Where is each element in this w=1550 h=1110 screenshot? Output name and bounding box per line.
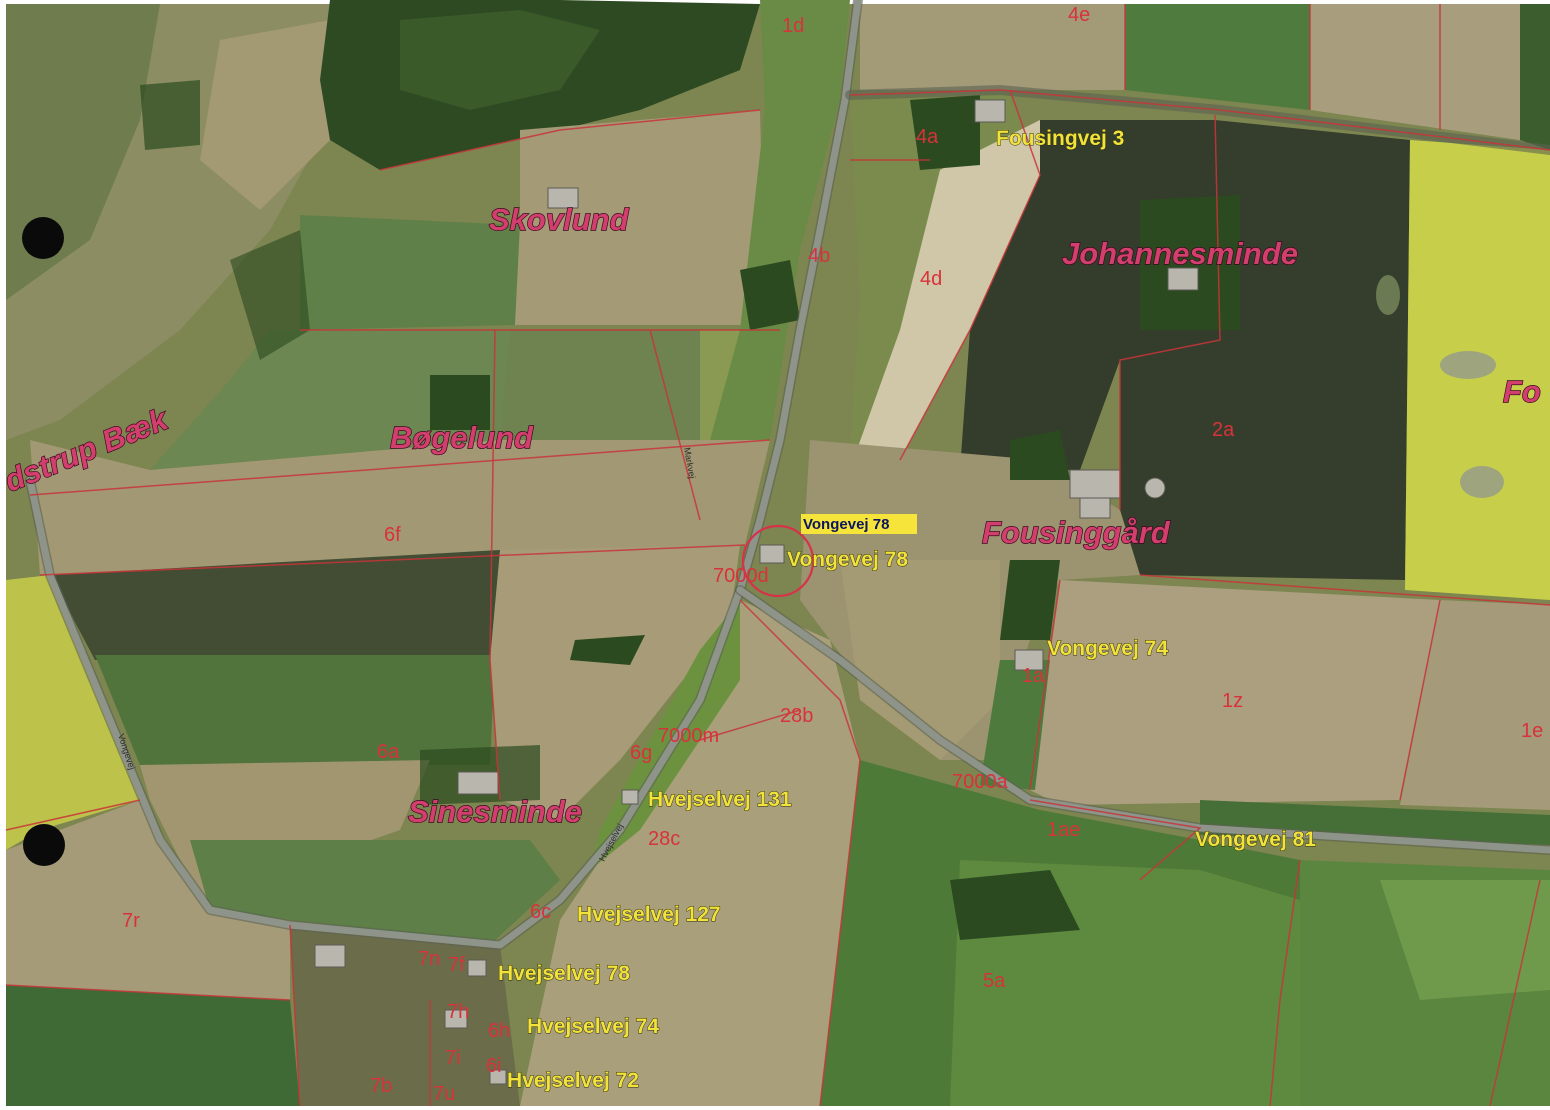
parcel-label: 7000d [713, 565, 769, 587]
highlight-tag[interactable]: Vongevej 78 [801, 514, 917, 534]
parcel-label: 6c [530, 901, 551, 923]
address-vongevej-78: Vongevej 78 [787, 548, 908, 571]
parcel-label: 6f [384, 524, 401, 546]
parcel-label: 7h [447, 1001, 469, 1023]
punch-hole [22, 217, 64, 259]
parcel-label: 28b [780, 705, 813, 727]
parcel-label: 6g [630, 742, 652, 764]
address-vongevej-81: Vongevej 81 [1195, 828, 1316, 851]
parcel-labels: 1d 4e 4a 4d 4b 2a 6f 7000d 1a 1z 1e 28b … [122, 4, 1543, 1105]
address-hvejselvej-78: Hvejselvej 78 [498, 962, 630, 985]
farm-label-sinesminde: Sinesminde [408, 794, 582, 829]
address-labels: Fousingvej 3 Vongevej 78 Vongevej 74 Von… [498, 127, 1317, 1093]
parcel-label: 7f [448, 954, 465, 976]
address-fousingvej-3: Fousingvej 3 [996, 127, 1124, 150]
address-hvejselvej-127: Hvejselvej 127 [577, 903, 721, 926]
highlight-tag-text: Vongevej 78 [803, 516, 889, 533]
farm-label-fousinggard: Fousinggård [982, 515, 1171, 550]
parcel-label: 4d [920, 268, 942, 290]
farm-label-edge: Fo [1503, 374, 1541, 409]
parcel-label: 1e [1521, 720, 1543, 742]
address-hvejselvej-72: Hvejselvej 72 [507, 1069, 639, 1092]
buildings [314, 99, 1199, 1085]
address-vongevej-74: Vongevej 74 [1047, 637, 1168, 660]
parcel-label: 4b [808, 245, 830, 267]
parcel-label: 4e [1068, 4, 1090, 26]
parcel-label: 6a [377, 741, 400, 763]
parcel-label: 2a [1212, 419, 1235, 441]
farm-label-johannesminde: Johannesminde [1062, 236, 1298, 271]
parcel-label: 5a [983, 970, 1006, 992]
parcel-label: 1ae [1047, 819, 1080, 841]
parcel-label: 6h [488, 1020, 510, 1042]
property-highlight-circle[interactable] [741, 524, 815, 598]
farm-label-skovlund: Skovlund [489, 202, 630, 237]
parcel-label: 6i [486, 1055, 502, 1077]
parcel-label: 28c [648, 828, 680, 850]
address-hvejselvej-131: Hvejselvej 131 [648, 788, 792, 811]
parcel-label: 7u [433, 1083, 455, 1105]
highlight-tag-background [801, 514, 917, 534]
parcel-label: 7r [122, 910, 140, 932]
parcel-label: 7000m [658, 725, 719, 747]
punch-hole [23, 824, 65, 866]
parcel-label: 7n [418, 948, 440, 970]
parcel-label: 7i [445, 1047, 461, 1069]
parcel-boundaries [5, 4, 1550, 1107]
parcel-label: 1a [1022, 665, 1045, 687]
farm-label-bogelund: Bøgelund [390, 420, 534, 455]
parcel-label: 7000a [952, 771, 1008, 793]
parcel-label: 1z [1222, 690, 1243, 712]
address-hvejselvej-74: Hvejselvej 74 [527, 1015, 659, 1038]
parcel-label: 1d [782, 15, 804, 37]
parcel-label: 4a [916, 126, 939, 148]
parcel-label: 7b [370, 1075, 392, 1097]
